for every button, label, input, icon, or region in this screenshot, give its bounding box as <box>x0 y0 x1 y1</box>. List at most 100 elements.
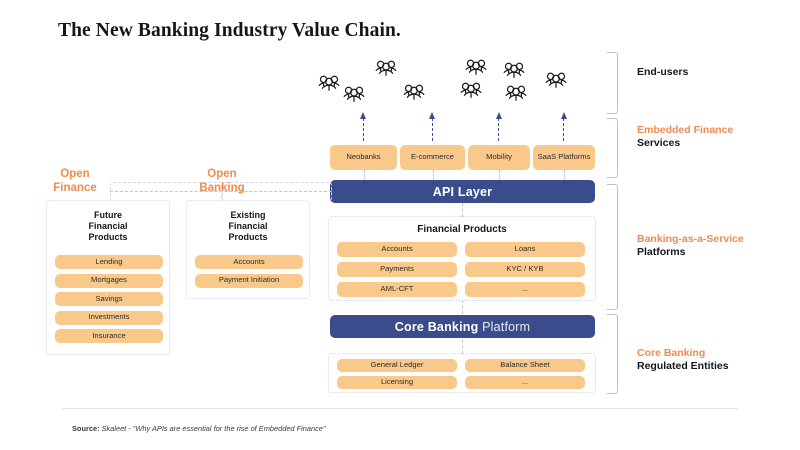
connector-service-to-api-2 <box>432 170 434 181</box>
up-arrow-3 <box>494 112 504 142</box>
open-banking-label-line2: Banking <box>199 181 245 194</box>
open-banking-item[interactable]: Accounts <box>195 255 303 269</box>
api-layer-label: API Layer <box>432 184 493 199</box>
service-box-saas-platforms[interactable]: SaaS Platforms <box>533 145 595 170</box>
financial-product-right-item[interactable]: ... <box>465 282 585 297</box>
stage-label-accent: Banking-as-a-Service <box>637 233 744 245</box>
service-box-label: E-commerce <box>410 152 455 162</box>
open-finance-item[interactable]: Mortgages <box>55 273 163 288</box>
core-banking-light: Platform <box>482 319 531 334</box>
connector-core-to-core-products <box>462 340 463 354</box>
stage-label-1: End-users <box>637 66 688 79</box>
connector-service-to-api-1 <box>363 170 365 181</box>
core-product-left-item[interactable]: General Ledger <box>337 359 457 372</box>
people-group-icon <box>503 62 525 79</box>
up-arrow-4 <box>559 112 569 142</box>
open-finance-item-label: Investments <box>88 312 130 322</box>
open-finance-item-label: Mortgages <box>91 275 127 285</box>
financial-product-left-item-label: Payments <box>380 264 414 274</box>
open-banking-item-label: Payment Initiation <box>218 275 280 285</box>
open-banking-group-label: Open Banking <box>186 168 258 195</box>
financial-product-right-item[interactable]: Loans <box>465 242 585 257</box>
people-group-icon <box>465 59 487 76</box>
open-finance-label-line1: Open <box>60 168 90 180</box>
connector-api-to-products <box>462 203 463 217</box>
financial-product-left-item-label: Accounts <box>381 244 413 254</box>
financial-products-heading: Financial Products <box>417 224 507 235</box>
people-group-icon <box>375 60 397 77</box>
service-box-e-commerce[interactable]: E-commerce <box>400 145 465 170</box>
open-finance-heading: Future Financial Products <box>88 210 128 242</box>
stage-label-accent: Embedded Finance <box>637 124 734 136</box>
open-finance-item[interactable]: Investments <box>55 310 163 325</box>
service-box-mobility[interactable]: Mobility <box>468 145 530 170</box>
financial-product-left-item[interactable]: Payments <box>337 262 457 277</box>
people-group-icon <box>403 84 425 101</box>
financial-product-left-item[interactable]: Accounts <box>337 242 457 257</box>
open-finance-bracket <box>110 182 222 201</box>
open-finance-group-label: Open Finance <box>40 168 110 195</box>
core-product-right-item[interactable]: Balance Sheet <box>465 359 585 372</box>
people-group-icon <box>318 75 340 92</box>
core-product-left-item[interactable]: Licensing <box>337 376 457 389</box>
open-banking-item-label: Accounts <box>233 256 265 266</box>
core-banking-bold: Core Banking <box>394 319 479 334</box>
up-arrow-2 <box>428 112 438 142</box>
footer-divider <box>62 408 738 409</box>
stage-label-dark: Regulated Entities <box>637 360 729 373</box>
bracket-embedded-finance <box>607 118 618 178</box>
financial-product-left-item-label: AML-CFT <box>380 284 414 294</box>
connector-service-to-api-4 <box>564 170 565 181</box>
people-group-icon <box>545 72 567 89</box>
open-finance-item-label: Savings <box>95 293 123 303</box>
open-banking-item[interactable]: Payment Initiation <box>195 273 303 288</box>
open-banking-bracket <box>222 182 332 201</box>
stage-label-accent: Core Banking <box>637 347 706 359</box>
connector-products-to-core <box>462 300 463 314</box>
open-finance-item-label: Lending <box>95 256 123 266</box>
financial-product-right-item-label: KYC / KYB <box>506 264 544 274</box>
bracket-baas <box>607 184 618 310</box>
core-product-left-item-label: General Ledger <box>370 360 424 370</box>
financial-product-left-item[interactable]: AML-CFT <box>337 282 457 297</box>
service-box-label: SaaS Platforms <box>537 152 591 162</box>
stage-label-dark: Services <box>637 137 681 150</box>
service-box-label: Neobanks <box>346 152 381 162</box>
connector-service-to-api-3 <box>499 170 500 181</box>
open-finance-item[interactable]: Insurance <box>55 329 163 343</box>
core-banking-bar[interactable]: Core Banking Platform <box>330 315 595 338</box>
open-finance-item[interactable]: Lending <box>55 255 163 269</box>
people-group-icon <box>343 86 365 103</box>
up-arrow-1 <box>359 112 369 142</box>
core-product-right-item-label: ... <box>521 377 529 387</box>
core-product-right-item[interactable]: ... <box>465 376 585 389</box>
service-box-label: Mobility <box>486 152 512 162</box>
core-product-left-item-label: Licensing <box>380 377 414 387</box>
source-note: Source: Skaleet - "Why APIs are essentia… <box>72 424 326 433</box>
open-banking-label-line1: Open <box>207 168 237 180</box>
core-products-right-column: Balance Sheet... <box>465 359 585 393</box>
open-banking-heading: Existing Financial Products <box>228 210 268 242</box>
open-finance-label-line2: Finance <box>53 181 97 194</box>
financial-product-right-item-label: ... <box>521 284 529 294</box>
financial-product-right-item[interactable]: KYC / KYB <box>465 262 585 277</box>
service-box-neobanks[interactable]: Neobanks <box>330 145 397 170</box>
stage-label-dark: End-users <box>637 66 689 78</box>
people-group-icon <box>505 85 527 102</box>
api-layer-bar[interactable]: API Layer <box>330 180 595 203</box>
open-finance-item[interactable]: Savings <box>55 292 163 306</box>
page-title: The New Banking Industry Value Chain. <box>58 20 401 41</box>
